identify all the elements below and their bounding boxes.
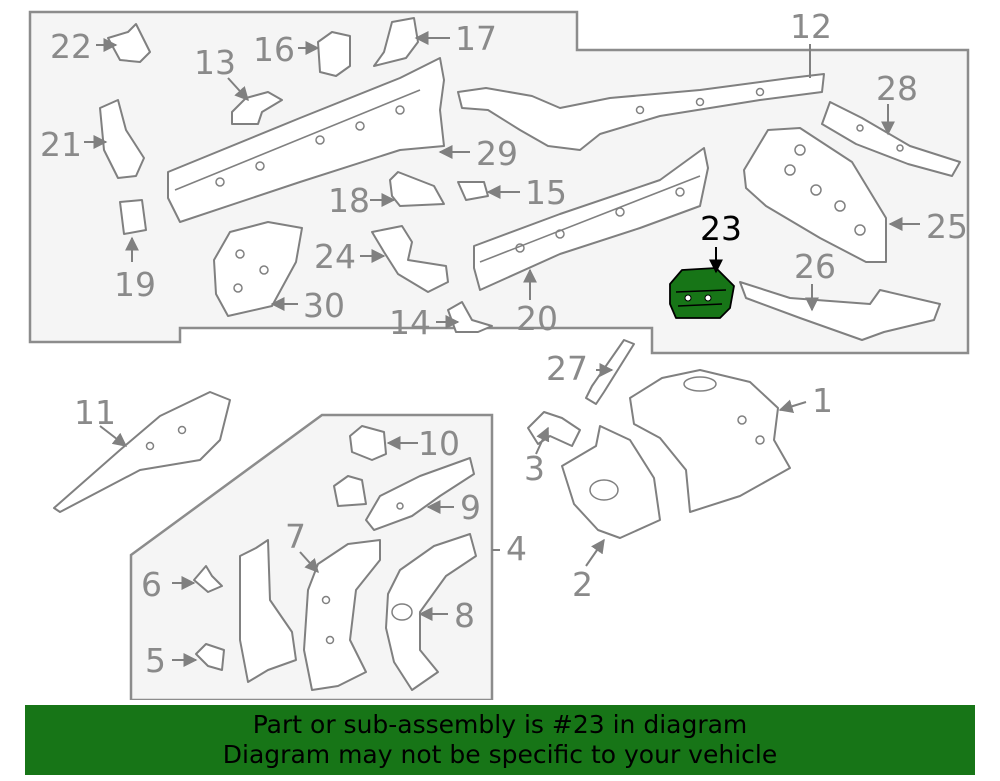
part-27-bolt <box>585 339 635 405</box>
callout-13: 13 <box>194 43 236 82</box>
notice-line-2: Diagram may not be specific to your vehi… <box>222 740 778 769</box>
part-9-rail <box>333 457 475 531</box>
part-16-mount <box>317 31 351 77</box>
part-21-pillar <box>99 99 145 179</box>
part-6-clip <box>193 565 223 593</box>
part-11-rail <box>53 391 231 513</box>
callout-28: 28 <box>876 69 918 108</box>
callout-22: 22 <box>50 27 92 66</box>
part-1-shock-tower <box>629 369 791 513</box>
part-20-rail <box>473 147 709 291</box>
part-7-wheelhouse <box>303 539 381 691</box>
callout-4: 4 <box>506 529 527 568</box>
notice-line-1: Part or sub-assembly is #23 in diagram <box>252 710 748 739</box>
part-10-mount <box>349 425 387 461</box>
callout-14: 14 <box>389 303 431 342</box>
callout-1: 1 <box>812 381 833 420</box>
callout-7: 7 <box>285 517 306 556</box>
callout-5: 5 <box>145 641 166 680</box>
callout-17: 17 <box>455 19 497 58</box>
parts-diagram: 22 16 17 13 12 28 21 29 18 15 23 25 24 2… <box>28 7 970 700</box>
notice-banner: Part or sub-assembly is #23 in diagram D… <box>25 705 975 775</box>
part-3-bracket <box>527 411 581 447</box>
part-22-bracket <box>107 23 151 63</box>
callout-2: 2 <box>572 565 593 604</box>
part-24-bracket <box>371 225 449 293</box>
part-12-upper-rail <box>457 73 825 151</box>
part-19-pad <box>119 199 147 235</box>
callout-10: 10 <box>418 424 460 463</box>
callout-8: 8 <box>454 596 475 635</box>
part-2-apron <box>561 425 661 539</box>
callout-9: 9 <box>460 488 481 527</box>
callout-29: 29 <box>476 134 518 173</box>
part-23-highlighted-bracket <box>669 267 735 319</box>
part-30-bracket <box>213 221 303 317</box>
part-4-inner-panel <box>239 539 297 683</box>
callout-19: 19 <box>114 265 156 304</box>
callout-23: 23 <box>700 209 742 248</box>
part-25-apron <box>743 127 887 263</box>
callout-12: 12 <box>790 7 832 46</box>
part-29-front-rail <box>167 57 445 223</box>
callout-26: 26 <box>794 247 836 286</box>
part-26-floor-panel <box>739 281 941 341</box>
part-5-clip <box>195 643 225 671</box>
callout-24: 24 <box>314 237 356 276</box>
callout-30: 30 <box>303 286 345 325</box>
callout-18: 18 <box>328 181 370 220</box>
callout-21: 21 <box>40 125 82 164</box>
callout-25: 25 <box>926 207 968 246</box>
callout-16: 16 <box>253 30 295 69</box>
callout-11: 11 <box>74 393 116 432</box>
part-28-rail <box>821 101 961 177</box>
callout-6: 6 <box>141 565 162 604</box>
callout-15: 15 <box>525 173 567 212</box>
callout-27: 27 <box>546 349 588 388</box>
callout-20: 20 <box>516 299 558 338</box>
callout-3: 3 <box>524 449 545 488</box>
